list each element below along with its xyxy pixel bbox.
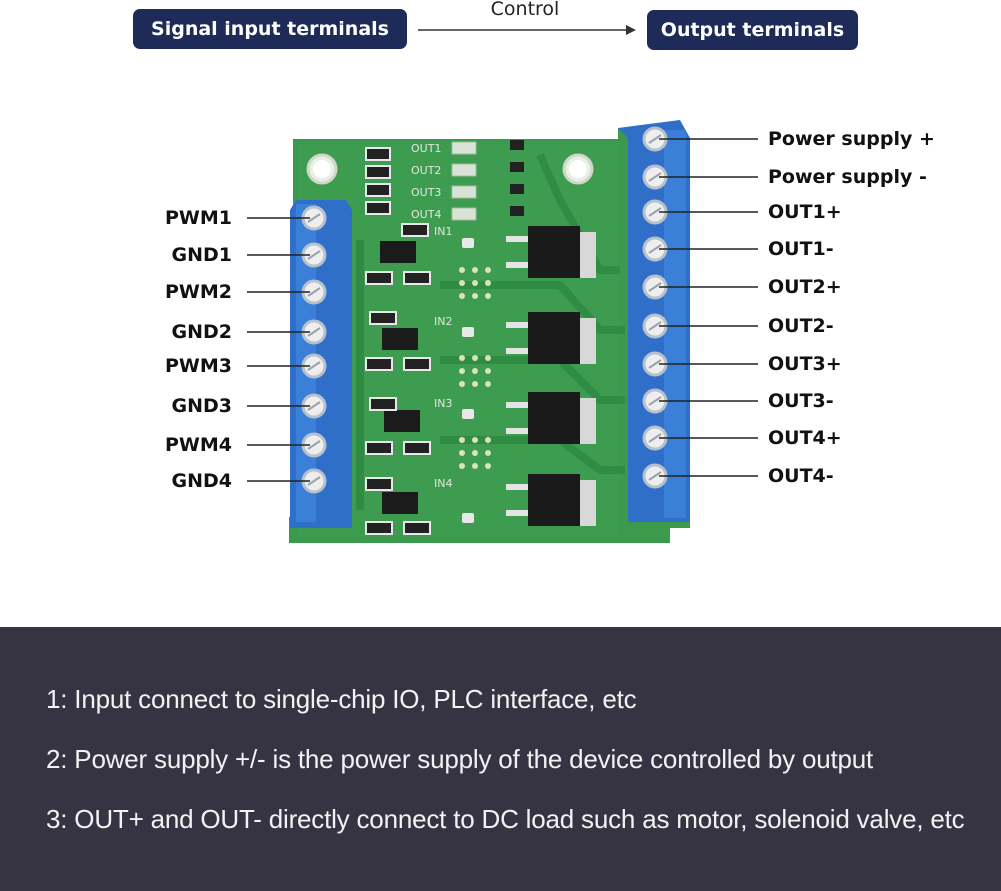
mounting-hole-inner: [313, 160, 331, 178]
diagram-area: Signal input terminals Control Output te…: [133, 0, 935, 543]
input-label-in2: IN2: [434, 315, 452, 328]
left-terminal-block: [290, 200, 352, 528]
left-terminal-screw-8-slot: [307, 476, 321, 486]
right-terminal-screw-8-slot: [648, 396, 662, 406]
right-terminal-screw-3-slot: [648, 207, 662, 217]
left-pin-label-gnd4: GND4: [171, 470, 233, 492]
control-arrow-head: [626, 25, 636, 35]
note-1: 1: Input connect to single-chip IO, PLC …: [46, 684, 637, 714]
left-terminal-screw-6-slot: [307, 401, 321, 411]
right-pin-label-5: OUT2+: [768, 276, 842, 298]
input-label-in1: IN1: [434, 225, 452, 238]
right-pin-label-1: Power supply +: [768, 128, 935, 150]
right-terminal-screw-5-slot: [648, 282, 662, 292]
signal-input-terminals-label: Signal input terminals: [133, 9, 407, 49]
left-pin-label-pwm1: PWM1: [164, 207, 232, 229]
led-label-out2: OUT2: [411, 164, 441, 177]
right-terminal-screw-6-slot: [648, 321, 662, 331]
led-label-out4: OUT4: [411, 208, 441, 221]
mosfet-3: [506, 392, 596, 444]
right-pin-label-7: OUT3+: [768, 353, 842, 375]
left-terminal-screw-1-slot: [307, 213, 321, 223]
mosfet-1: [506, 226, 596, 278]
channel-4: [365, 477, 431, 535]
right-terminal-screw-9-slot: [648, 433, 662, 443]
right-terminal-block: [618, 120, 690, 522]
mounting-hole-inner: [569, 160, 587, 178]
note-2: 2: Power supply +/- is the power supply …: [46, 744, 874, 774]
pcb-traces: [356, 153, 625, 510]
right-pin-label-4: OUT1-: [768, 238, 834, 260]
left-pin-label-gnd3: GND3: [171, 395, 233, 417]
control-label: Control: [490, 0, 560, 20]
led-label-out1: OUT1: [411, 142, 441, 155]
channel-3: [365, 397, 431, 455]
left-terminal-screw-2-slot: [307, 250, 321, 260]
test-pads: [462, 238, 474, 523]
mosfet-2: [506, 312, 596, 364]
right-terminal-screw-2-slot: [648, 172, 662, 182]
right-pin-label-6: OUT2-: [768, 315, 834, 337]
left-pin-label-pwm2: PWM2: [164, 281, 232, 303]
leader-lines: [247, 138, 758, 482]
left-pin-label-pwm3: PWM3: [164, 355, 232, 377]
right-pin-label-10: OUT4-: [768, 465, 834, 487]
led-label-out3: OUT3: [411, 186, 441, 199]
mosfet-4: [506, 474, 596, 526]
output-terminals-label: Output terminals: [647, 10, 858, 50]
left-terminal-screw-7-slot: [307, 440, 321, 450]
right-pin-label-3: OUT1+: [768, 201, 842, 223]
left-pin-label-pwm4: PWM4: [164, 434, 232, 456]
notes-panel: 1: Input connect to single-chip IO, PLC …: [0, 627, 1001, 891]
right-terminal-screw-1-slot: [648, 134, 662, 144]
right-pin-label-2: Power supply -: [768, 166, 927, 188]
left-pin-label-gnd2: GND2: [171, 321, 233, 343]
input-silkscreen: IN1 IN2 IN3 IN4: [434, 225, 452, 490]
channel-1: [365, 223, 431, 285]
left-terminal-screw-4-slot: [307, 327, 321, 337]
top-resistors: [365, 147, 391, 215]
right-terminal-screw-4-slot: [648, 244, 662, 254]
module-illustration: OUT1 OUT2 OUT3 OUT4 IN1 IN2 IN3 IN4: [247, 25, 758, 543]
right-pin-label-9: OUT4+: [768, 427, 842, 449]
input-label-in4: IN4: [434, 477, 452, 490]
left-terminal-screw-3-slot: [307, 287, 321, 297]
left-pin-label-gnd1: GND1: [171, 244, 233, 266]
left-terminal-screw-5-slot: [307, 361, 321, 371]
right-pin-label-8: OUT3-: [768, 390, 834, 412]
right-terminal-screw-7-slot: [648, 359, 662, 369]
right-terminal-screw-10-slot: [648, 471, 662, 481]
input-label-in3: IN3: [434, 397, 452, 410]
channel-2: [365, 311, 431, 371]
via-grids: [459, 267, 491, 469]
status-leds: [451, 140, 524, 221]
note-3: 3: OUT+ and OUT- directly connect to DC …: [46, 804, 965, 834]
led-silkscreen: OUT1 OUT2 OUT3 OUT4: [411, 142, 441, 221]
